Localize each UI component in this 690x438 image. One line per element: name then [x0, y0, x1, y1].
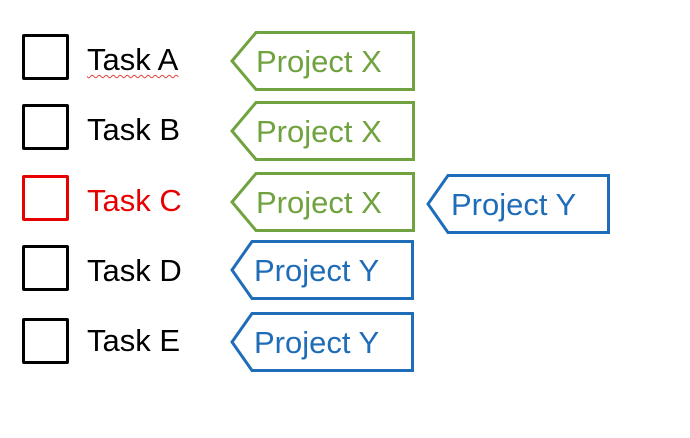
task-d-label: Task D: [87, 253, 182, 288]
tag-arrow-shape: [230, 312, 414, 372]
tag-arrow-shape: [230, 172, 415, 232]
task-a-project-tag-1: Project X: [230, 31, 415, 91]
task-c-checkbox[interactable]: [22, 175, 69, 221]
tag-arrow-shape: [230, 101, 415, 161]
task-b-project-tag-1: Project X: [230, 101, 415, 161]
tag-label: Project X: [256, 43, 382, 79]
task-e-project-tag-1: Project Y: [230, 312, 414, 372]
task-b-checkbox[interactable]: [22, 104, 69, 150]
tag-label: Project Y: [451, 186, 577, 222]
tag-label: Project X: [256, 184, 382, 220]
tag-label: Project X: [256, 113, 382, 149]
task-c-project-tag-2: Project Y: [426, 174, 610, 234]
tag-label: Project Y: [254, 324, 380, 360]
task-a-checkbox[interactable]: [22, 34, 69, 80]
task-b-label: Task B: [87, 112, 181, 147]
tag-arrow-shape: [230, 240, 414, 300]
task-d-project-tag-1: Project Y: [230, 240, 414, 300]
tag-arrow-shape: [426, 174, 610, 234]
task-c-label: Task C: [87, 183, 182, 218]
tag-label: Project Y: [254, 252, 380, 288]
task-e-label: Task E: [87, 323, 181, 358]
task-e-checkbox[interactable]: [22, 318, 69, 364]
task-a-label: Task A: [87, 42, 179, 77]
tag-arrow-shape: [230, 31, 415, 91]
task-c-project-tag-1: Project X: [230, 172, 415, 232]
task-d-checkbox[interactable]: [22, 245, 69, 291]
